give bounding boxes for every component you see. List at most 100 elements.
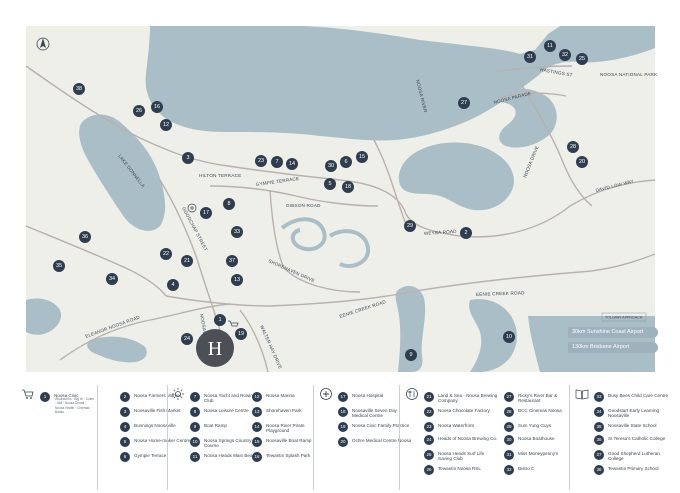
legend-item-label: Noosa Heads Surf Life Saving Club	[438, 451, 485, 462]
legend-item-label: Miss Moneypenny's	[518, 451, 559, 456]
map-marker-1: 1	[214, 314, 226, 326]
legend-item-label: Noosa Yacht and Rowing Club	[204, 393, 256, 404]
map-marker-2: 2	[460, 227, 472, 239]
svg-text:28: 28	[570, 144, 576, 150]
map-marker-9: 9	[405, 349, 417, 361]
legend-number-badge: 17	[338, 392, 348, 402]
map-marker-38: 38	[73, 83, 85, 95]
street-weyba-road: WEYBA ROAD	[424, 229, 458, 236]
map-markers[interactable]: 1 2 3 4 5 6 7 8 9 10 11 12 13 14 15 16 1…	[53, 40, 588, 361]
svg-text:9: 9	[409, 352, 412, 358]
legend-item-label: Ricky's River Bar & Restaurant	[518, 393, 558, 404]
legend-item-label: Heads of Noosa Brewing Co.	[438, 436, 498, 441]
svg-text:14: 14	[289, 161, 295, 167]
legend-item-label: Bunnings Noosaville	[134, 423, 176, 428]
legend-number-badge: 1	[40, 392, 50, 402]
svg-text:2: 2	[464, 230, 467, 236]
svg-text:25: 25	[579, 56, 585, 62]
legend-item-label: Noosa Leisure Centre	[204, 408, 249, 413]
shopping-cart-icon	[22, 389, 34, 399]
legend-number-badge: 5	[120, 437, 130, 447]
map-marker-34: 34	[106, 273, 118, 285]
book-icon	[575, 389, 589, 400]
map-marker-13: 13	[231, 274, 243, 286]
roads	[25, 65, 656, 373]
shopping-cart-map-icon	[228, 320, 239, 327]
svg-text:20: 20	[579, 159, 585, 165]
legend-item-label: Tewantin Splash Park	[266, 453, 311, 458]
map-marker-12: 12	[160, 119, 172, 131]
legend-item-label: Busy Bees Child Care Centre	[608, 393, 669, 398]
legend-number-badge: 7	[190, 392, 200, 402]
legend-number-badge: 28	[504, 407, 514, 417]
svg-text:13: 13	[234, 277, 240, 283]
legend-number-badge: 2	[120, 392, 130, 402]
legend-item-label: Shorehaven Park	[266, 408, 302, 413]
legend-item-label: Noosa Civic	[54, 393, 79, 398]
legend-item-label: BCC Cinemas Noosa	[518, 408, 562, 413]
legend-item-label: Noosa Heads Main Beach	[204, 453, 258, 458]
street-gympie-terrace: GYMPIE TERRACE	[255, 176, 299, 187]
svg-text:32: 32	[562, 52, 568, 58]
legend-number-badge: 25	[424, 450, 434, 460]
legend-number-badge: 18	[338, 407, 348, 417]
street-eenie-creek-road: EENIE CREEK ROAD	[476, 290, 525, 297]
legend-number-badge: 12	[252, 392, 262, 402]
hotel-location-marker[interactable]: H	[196, 329, 234, 367]
legend-number-badge: 21	[424, 392, 434, 402]
legend-item-label: Noosa Marina	[266, 393, 295, 398]
legend-number-badge: 8	[190, 407, 200, 417]
legend-number-badge: 29	[504, 422, 514, 432]
map-marker-7: 7	[271, 156, 283, 168]
map-marker-10: 10	[503, 331, 515, 343]
north-arrow-icon	[36, 37, 50, 51]
map-marker-8: 8	[223, 198, 235, 210]
legend-number-badge: 9	[190, 422, 200, 432]
legend-number-badge: 24	[424, 435, 434, 445]
svg-text:30: 30	[328, 163, 334, 169]
divider	[313, 385, 314, 490]
legend-item-label: Noosa Farmers Market	[134, 393, 181, 398]
legend-item-label: Noosa River Pirate Playground	[266, 423, 305, 434]
svg-text:36: 36	[82, 234, 88, 240]
svg-text:17: 17	[203, 210, 209, 216]
map-marker-28: 28	[567, 141, 579, 153]
legend-item-label: Tewantin Primary School	[608, 466, 659, 471]
legend-number-badge: 19	[338, 422, 348, 432]
legend-item-label: Noosa Home-maker Centre	[134, 438, 191, 443]
legend-number-badge: 4	[120, 422, 130, 432]
legend-item-label: Goodstart Early Learning Noosaville	[608, 408, 660, 419]
map-marker-11: 11	[544, 40, 556, 52]
map-marker-27: 27	[458, 97, 470, 109]
map-marker-35: 35	[53, 260, 65, 272]
legend-item-label: Noosa Springs Country Course	[204, 438, 252, 449]
legend-item-label: Noosaville Fish Market	[134, 408, 181, 413]
svg-text:21: 21	[184, 258, 190, 264]
divider	[167, 385, 168, 490]
map-marker-16: 16	[151, 101, 163, 113]
map-marker-20: 20	[576, 156, 588, 168]
legend-number-badge: 33	[594, 392, 604, 402]
street-gibson-road: GIBSON ROAD	[286, 203, 321, 208]
legend-item-label: Good Shepherd Lutheran College	[608, 451, 660, 462]
legend-item-label: St Teresa's Catholic College	[608, 436, 666, 441]
legend-number-badge: 26	[424, 465, 434, 475]
map-marker-23: 23	[255, 155, 267, 167]
legend-item-label: Land & Sea - Noosa Brewing Company	[438, 393, 498, 404]
divider	[569, 385, 570, 490]
dining-icon	[406, 388, 418, 400]
street-hilton-terrace: HILTON TERRACE	[199, 173, 241, 178]
legend-number-badge: 10	[190, 437, 200, 447]
map-marker-15: 15	[356, 151, 368, 163]
divider	[97, 385, 98, 490]
map-marker-33: 33	[231, 226, 243, 238]
legend-number-badge: 23	[424, 422, 434, 432]
svg-text:10: 10	[506, 334, 512, 340]
svg-text:8: 8	[227, 201, 230, 207]
legend-number-badge: 22	[424, 407, 434, 417]
